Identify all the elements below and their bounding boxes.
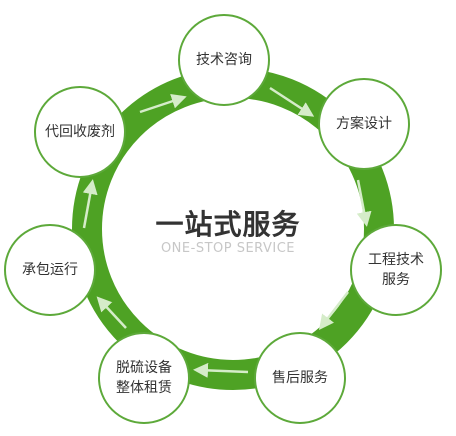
node-equipment-leasing[interactable]: 脱硫设备 整体租赁 (98, 332, 190, 424)
flow-arrow (82, 179, 98, 229)
flow-arrow (193, 362, 249, 378)
center-subtitle: ONE-STOP SERVICE (160, 241, 296, 256)
node-technical-consulting[interactable]: 技术咨询 (178, 14, 270, 106)
node-contract-operation[interactable]: 承包运行 (4, 224, 96, 316)
flow-arrow (269, 86, 315, 117)
node-waste-recovery[interactable]: 代回收废剂 (34, 86, 126, 178)
flow-arrow (139, 94, 187, 114)
flow-arrow (318, 291, 349, 330)
flow-arrow (96, 296, 127, 329)
node-engineering-service[interactable]: 工程技术 服务 (350, 224, 442, 316)
node-solution-design[interactable]: 方案设计 (318, 78, 410, 170)
node-after-sales-service[interactable]: 售后服务 (254, 332, 346, 424)
center-title: 一站式服务 (155, 208, 301, 241)
flow-arrow (356, 179, 372, 227)
